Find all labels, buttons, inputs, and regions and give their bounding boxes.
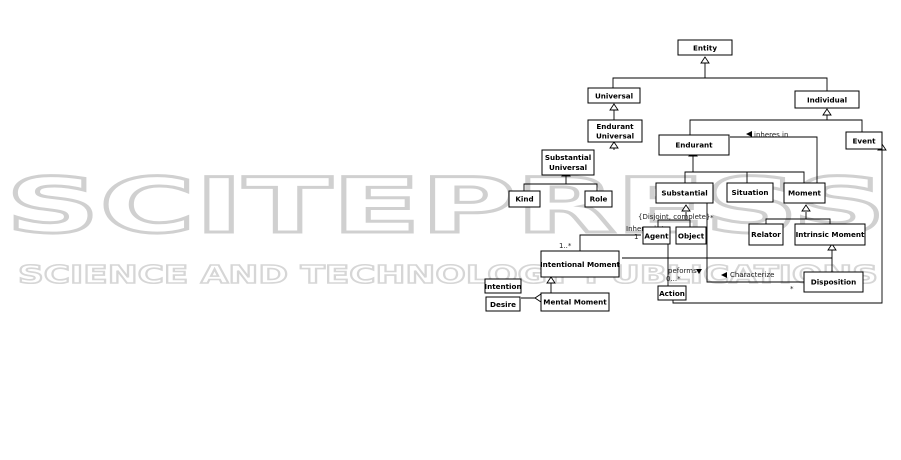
class-object-label: Object (678, 232, 705, 241)
class-intention-label: Intention (484, 282, 521, 291)
class-situation: Situation (726, 182, 774, 203)
class-intentional-moment: Intentional Moment (540, 250, 621, 278)
class-disposition-label: Disposition (811, 278, 857, 287)
multiplicity-many-substantial: * (710, 214, 714, 222)
class-intrinsic-moment-label: Intrinsic Moment (796, 230, 865, 239)
watermark-sub-text: SCIENCE AND TECHNOLOGY PUBLICATIONS (18, 260, 878, 289)
characterize-arrow-left-icon (721, 272, 727, 278)
class-substantial-universal: Substantial Universal (541, 149, 595, 176)
class-desire-label: Desire (490, 300, 516, 309)
class-endurant-universal: Endurant Universal (587, 119, 643, 143)
class-entity-label: Entity (693, 44, 717, 53)
class-endurant-universal-label-1: Endurant (596, 122, 634, 131)
class-endurant-label: Endurant (675, 141, 713, 150)
watermark-main-text: SCITEPRESS (6, 161, 886, 250)
multiplicity-0-many: 0...* (666, 275, 681, 283)
inheres-in-arrow-left-icon (746, 131, 752, 137)
class-mental-moment: Mental Moment (540, 292, 610, 312)
class-substantial-label: Substantial (661, 189, 707, 198)
class-role-label: Role (590, 195, 608, 204)
class-relator-label: Relator (751, 230, 781, 239)
class-object: Object (675, 226, 707, 245)
class-moment: Moment (783, 182, 826, 204)
class-endurant: Endurant (658, 134, 730, 156)
class-intention: Intention (484, 278, 522, 294)
inheres-in-label: inheres in (754, 131, 788, 139)
class-substantial-universal-label-2: Universal (549, 163, 587, 172)
class-mental-moment-label: Mental Moment (543, 298, 607, 307)
characterize-label: Characterize (730, 271, 775, 279)
class-individual-label: Individual (807, 96, 847, 105)
class-moment-label: Moment (788, 189, 822, 198)
class-situation-label: Situation (732, 188, 769, 197)
disjoint-complete-label: {Disjoint, complete} (638, 213, 710, 221)
class-action: Action (657, 285, 687, 301)
class-agent: Agent (642, 226, 671, 245)
class-kind: Kind (508, 190, 541, 208)
class-individual: Individual (794, 90, 860, 109)
class-agent-label: Agent (644, 232, 669, 241)
class-action-label: Action (659, 289, 685, 298)
generalization-links (521, 63, 863, 299)
class-event-label: Event (852, 137, 876, 146)
class-disposition: Disposition (803, 271, 864, 293)
class-entity: Entity (677, 39, 733, 56)
class-kind-label: Kind (515, 195, 533, 204)
class-substantial-universal-label-1: Substantial (545, 153, 591, 162)
class-role: Role (584, 190, 613, 208)
class-intrinsic-moment: Intrinsic Moment (794, 223, 866, 246)
class-desire: Desire (485, 296, 521, 312)
class-endurant-universal-label-2: Universal (596, 132, 634, 141)
peforms-label: peforms (668, 267, 697, 275)
multiplicity-1-many: 1..* (559, 242, 572, 250)
peforms-arrow-down-icon (696, 269, 702, 274)
multiplicity-1: 1 (634, 233, 638, 241)
class-universal-label: Universal (595, 92, 633, 101)
class-event: Event (845, 131, 883, 150)
class-relator: Relator (748, 223, 784, 246)
class-intentional-moment-label: Intentional Moment (540, 260, 621, 269)
class-universal: Universal (587, 87, 641, 104)
multiplicity-many-disposition: * (790, 285, 794, 293)
class-substantial: Substantial (655, 182, 714, 204)
